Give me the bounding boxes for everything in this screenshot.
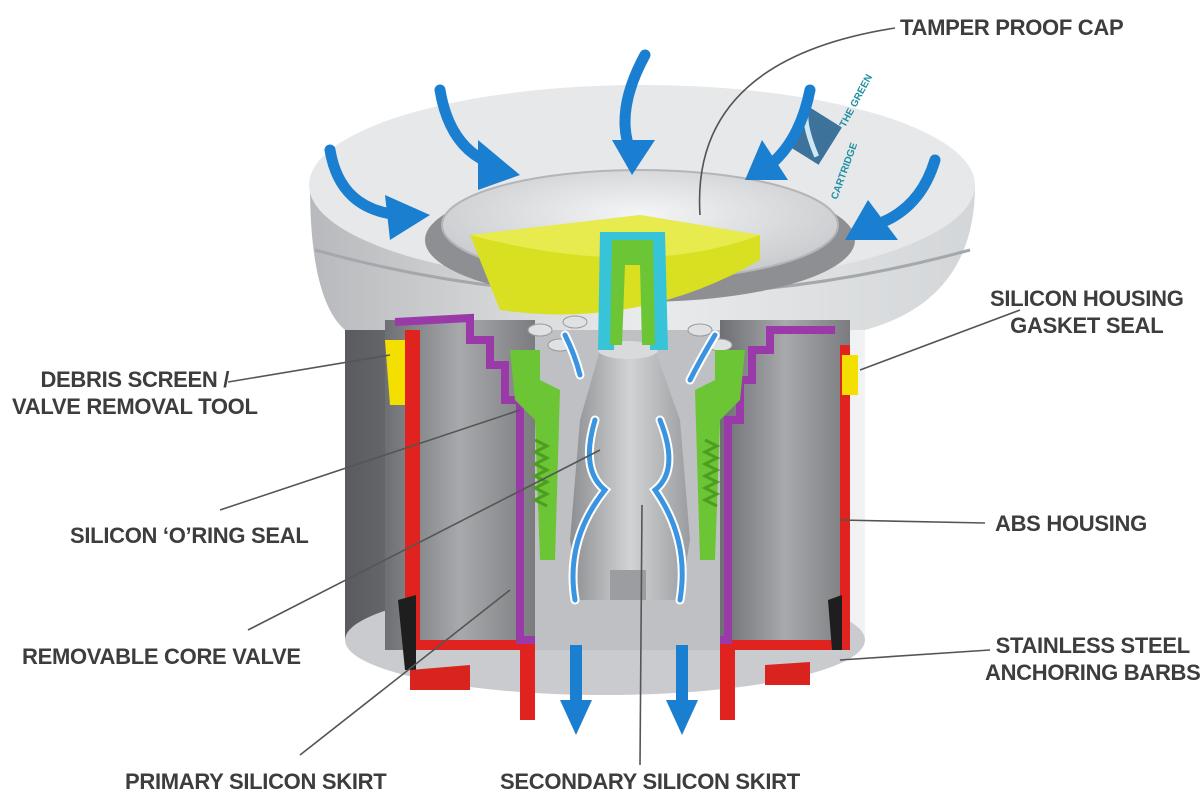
inflow-arrowhead-2 <box>478 140 520 190</box>
outer-wall-red <box>405 330 850 720</box>
leader-gasket-seal <box>859 309 1021 371</box>
gasket-yellow <box>385 340 858 405</box>
label-secondary-silicon-skirt: SECONDARY SILICON SKIRT <box>500 769 800 794</box>
outflow-arrow-left-head <box>560 700 592 735</box>
label-stainless-steel-anchoring-barbs: STAINLESS STEEL ANCHORING BARBS <box>985 632 1200 686</box>
leader-core-valve <box>247 449 601 631</box>
label-barbs-line2: ANCHORING BARBS <box>985 660 1200 685</box>
label-removable-core-valve: REMOVABLE CORE VALVE <box>22 644 301 669</box>
inflow-arrowheads <box>385 140 898 240</box>
label-silicon-housing-gasket-seal-line1: SILICON HOUSING <box>990 286 1184 311</box>
leader-secondary-skirt <box>639 504 643 766</box>
leader-tamper-proof-cap <box>698 27 896 216</box>
inflow-arrowhead-1 <box>385 195 430 240</box>
cutaway-interior <box>385 315 850 650</box>
label-debris-screen-valve-removal-tool: DEBRIS SCREEN / VALVE REMOVAL TOOL <box>12 366 258 420</box>
label-debris-screen-line2: VALVE REMOVAL TOOL <box>12 394 258 419</box>
cap-stem <box>598 232 668 350</box>
label-debris-screen-line1: DEBRIS SCREEN / <box>40 367 230 392</box>
leader-barbs <box>839 649 991 661</box>
inflow-arrowhead-3 <box>612 140 655 175</box>
valve-green <box>510 350 745 560</box>
internal-flow-arrows-blue <box>562 332 718 603</box>
label-silicon-housing-gasket-seal-line2: GASKET SEAL <box>1010 313 1164 338</box>
inflow-arrowhead-5 <box>845 200 898 240</box>
label-barbs-line1: STAINLESS STEEL <box>995 633 1191 658</box>
outflow-arrow-right-head <box>666 700 698 735</box>
anchoring-barbs-shape <box>398 595 842 690</box>
leader-primary-skirt <box>299 589 511 756</box>
label-silicon-housing-gasket-seal: SILICON HOUSING GASKET SEAL <box>990 285 1184 339</box>
outflow-arrows <box>560 645 698 735</box>
label-tamper-proof-cap: TAMPER PROOF CAP <box>900 15 1124 40</box>
label-silicon-oring-seal: SILICON ‘O’RING SEAL <box>70 523 309 548</box>
outflow-arrow-left-shaft <box>570 645 582 705</box>
label-primary-silicon-skirt: PRIMARY SILICON SKIRT <box>125 769 387 794</box>
inflow-arrowhead-4 <box>745 140 788 180</box>
outflow-arrow-right-shaft <box>676 645 688 705</box>
liner-purple <box>394 313 835 644</box>
inflow-arrow-4 <box>764 84 816 171</box>
label-abs-housing: ABS HOUSING <box>995 511 1147 536</box>
leader-abs-housing <box>839 519 986 524</box>
leader-oring-seal <box>219 409 521 511</box>
leader-lines <box>219 27 1021 766</box>
leader-debris-screen <box>227 354 391 383</box>
